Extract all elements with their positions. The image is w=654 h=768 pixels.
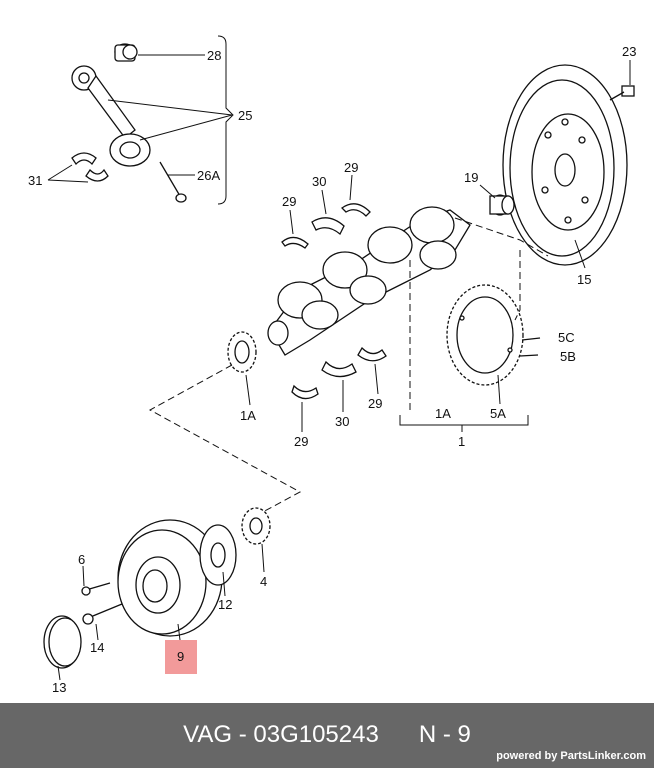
vibration-damper-pulley-9 bbox=[117, 519, 223, 637]
label-5c: 5C bbox=[558, 330, 575, 345]
bearing-shell-30-upper bbox=[311, 217, 345, 236]
needle-bearing-19 bbox=[489, 194, 515, 216]
label-29-upper-left: 29 bbox=[282, 194, 296, 209]
bearing-shell-28 bbox=[114, 43, 138, 62]
flywheel-15 bbox=[502, 64, 628, 266]
label-25: 25 bbox=[238, 108, 252, 123]
cover-cap-13 bbox=[43, 615, 82, 669]
label-14: 14 bbox=[90, 640, 104, 655]
label-28: 28 bbox=[207, 48, 221, 63]
label-1a-left: 1A bbox=[240, 408, 256, 423]
crankshaft-1 bbox=[267, 206, 471, 356]
label-26a: 26A bbox=[197, 168, 220, 183]
crankshaft-parts-diagram: 28 25 31 26A 23 19 30 29 29 15 5C 5B 1A … bbox=[28, 35, 636, 695]
flywheel-bolt-23 bbox=[609, 85, 635, 101]
pulley-bolt-6 bbox=[81, 582, 111, 596]
label-4: 4 bbox=[260, 574, 267, 589]
label-12: 12 bbox=[218, 597, 232, 612]
thrust-washer-29-upper-right bbox=[340, 203, 371, 217]
label-9-overlay[interactable]: 9 bbox=[165, 640, 197, 674]
crank-sprocket-1a bbox=[227, 331, 257, 373]
label-1: 1 bbox=[458, 434, 465, 449]
sensor-bolts-5b-5c bbox=[519, 337, 541, 357]
spacer-disc-12 bbox=[199, 524, 237, 586]
central-bolt-14 bbox=[82, 603, 123, 625]
thrust-washer-29-upper-left bbox=[281, 236, 309, 249]
sensor-wheel-5a bbox=[446, 284, 524, 386]
label-5b: 5B bbox=[560, 349, 576, 364]
label-31: 31 bbox=[28, 173, 42, 188]
highlighted-part-label[interactable] bbox=[165, 640, 197, 674]
label-19: 19 bbox=[464, 170, 478, 185]
label-23: 23 bbox=[622, 44, 636, 59]
label-29-lower-right: 29 bbox=[368, 396, 382, 411]
label-30-lower: 30 bbox=[335, 414, 349, 429]
footer-bar: VAG - 03G105243 N - 9 powered by PartsLi… bbox=[0, 703, 654, 768]
lower-bearing-shells bbox=[291, 346, 387, 400]
label-29-upper-right: 29 bbox=[344, 160, 358, 175]
part-number-title: VAG - 03G105243 N - 9 bbox=[183, 721, 471, 748]
label-15: 15 bbox=[577, 272, 591, 287]
label-5a: 5A bbox=[490, 406, 506, 421]
crank-sprocket-4 bbox=[241, 507, 271, 545]
powered-by-link[interactable]: powered by PartsLinker.com bbox=[496, 750, 646, 762]
bearing-halves-31 bbox=[71, 152, 109, 182]
label-30-upper: 30 bbox=[312, 174, 326, 189]
rod-bolt-26a bbox=[159, 161, 187, 203]
label-29-lower-left: 29 bbox=[294, 434, 308, 449]
label-13: 13 bbox=[52, 680, 66, 695]
label-1a-right: 1A bbox=[435, 406, 451, 421]
label-6: 6 bbox=[78, 552, 85, 567]
connecting-rod-25 bbox=[71, 65, 151, 167]
label-9: 9 bbox=[177, 649, 184, 664]
